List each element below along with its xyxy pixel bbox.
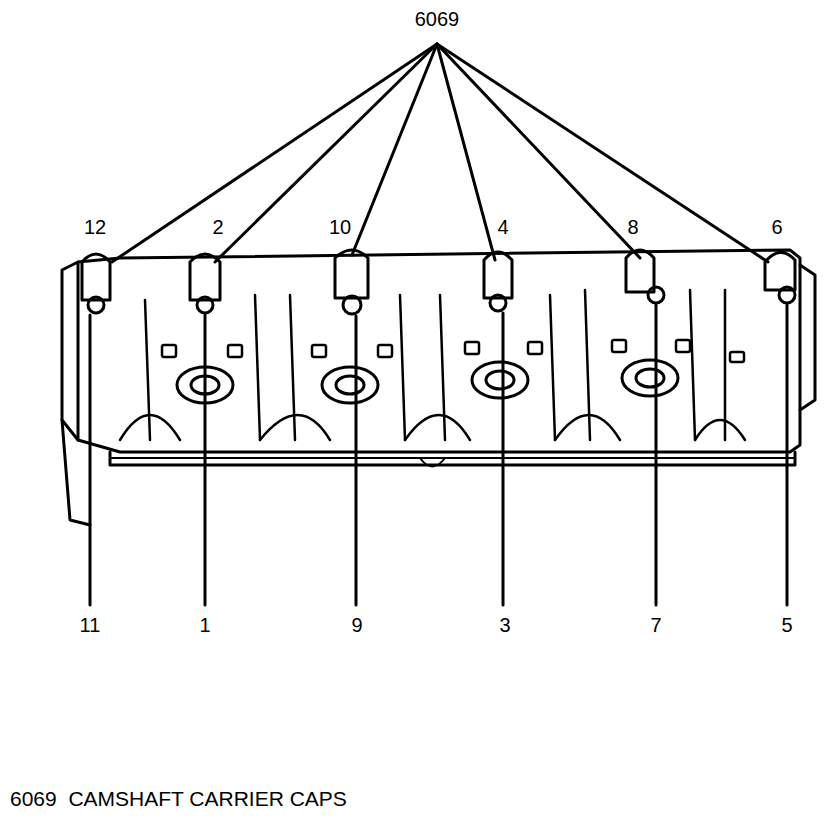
part-number: 6069 [414,8,461,30]
callout-number: 3 [498,614,511,636]
plug-bosses [177,360,678,403]
callout-number: 2 [211,216,224,238]
bolt-leaders [90,305,787,605]
callout-number: 9 [350,614,363,636]
carrier-caps [82,250,795,314]
callout-number: 4 [496,216,509,238]
callout-number: 7 [649,614,662,636]
head-body [62,250,815,525]
callout-number: 10 [328,216,352,238]
callout-number: 12 [83,216,107,238]
callout-number: 6 [770,216,783,238]
leader-lines [112,44,768,262]
callout-number: 1 [198,614,211,636]
caption: 6069 CAMSHAFT CARRIER CAPS [10,787,347,811]
callout-number: 5 [780,614,793,636]
valve-ribs [120,290,745,440]
callout-number: 11 [79,614,102,636]
callout-number: 8 [626,216,639,238]
